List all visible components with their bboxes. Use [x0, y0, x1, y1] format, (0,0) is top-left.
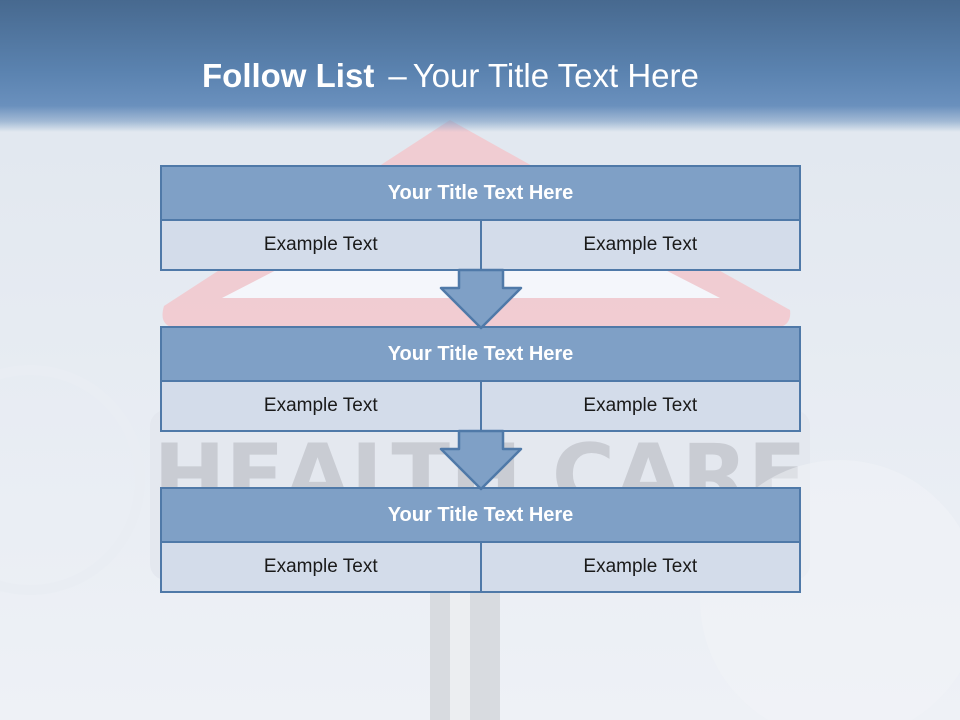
block-title: Your Title Text Here: [160, 326, 801, 382]
list-block-1: Your Title Text Here Example Text Exampl…: [160, 165, 801, 271]
block-cell-right: Example Text: [479, 543, 801, 593]
block-cell-right: Example Text: [479, 221, 801, 271]
list-block-2: Your Title Text Here Example Text Exampl…: [160, 326, 801, 432]
slide-title: Follow List–Your Title Text Here: [202, 56, 699, 96]
block-row: Example Text Example Text: [160, 382, 801, 432]
down-arrow-icon: [439, 429, 523, 491]
block-row: Example Text Example Text: [160, 221, 801, 271]
slide-title-rest: Your Title Text Here: [412, 57, 699, 94]
slide-title-separator: –: [388, 57, 407, 94]
block-cell-left: Example Text: [160, 221, 482, 271]
block-row: Example Text Example Text: [160, 543, 801, 593]
list-block-3: Your Title Text Here Example Text Exampl…: [160, 487, 801, 593]
block-title: Your Title Text Here: [160, 487, 801, 543]
down-arrow-icon: [439, 268, 523, 330]
block-cell-left: Example Text: [160, 543, 482, 593]
block-title: Your Title Text Here: [160, 165, 801, 221]
block-cell-left: Example Text: [160, 382, 482, 432]
slide-title-bold: Follow List: [202, 57, 375, 94]
title-banner: [0, 0, 960, 132]
block-cell-right: Example Text: [479, 382, 801, 432]
